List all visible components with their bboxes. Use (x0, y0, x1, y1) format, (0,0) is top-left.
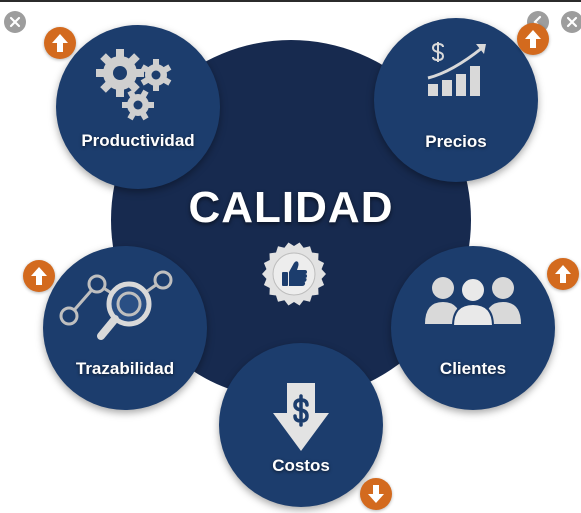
arrow-up-icon (547, 258, 579, 290)
close-icon[interactable] (4, 11, 26, 33)
center-title: CALIDAD (188, 183, 394, 232)
node-trazabilidad: Trazabilidad (43, 246, 207, 410)
arrow-down-icon (360, 478, 392, 510)
node-label-precios: Precios (425, 132, 487, 151)
close-icon[interactable] (561, 11, 581, 33)
node-productividad: Productividad (56, 25, 220, 189)
group-people-icon (425, 277, 521, 327)
price-growth-chart-icon (427, 42, 486, 96)
node-label-costos: Costos (272, 456, 330, 475)
magnifier-network-icon (59, 270, 173, 340)
node-precios: Precios (374, 18, 538, 182)
gears-icon (96, 49, 172, 121)
node-costos: Costos (219, 343, 383, 507)
top-divider (0, 0, 581, 2)
node-clientes: Clientes (391, 246, 555, 410)
node-label-clientes: Clientes (439, 359, 507, 378)
arrow-up-icon (23, 260, 55, 292)
node-label-productividad: Productividad (81, 131, 195, 150)
thumbs-up-seal-icon (262, 242, 326, 306)
node-label-trazabilidad: Trazabilidad (75, 359, 175, 378)
arrow-up-icon (517, 23, 549, 55)
arrow-up-icon (44, 27, 76, 59)
dollar-down-arrow-icon (273, 383, 329, 451)
